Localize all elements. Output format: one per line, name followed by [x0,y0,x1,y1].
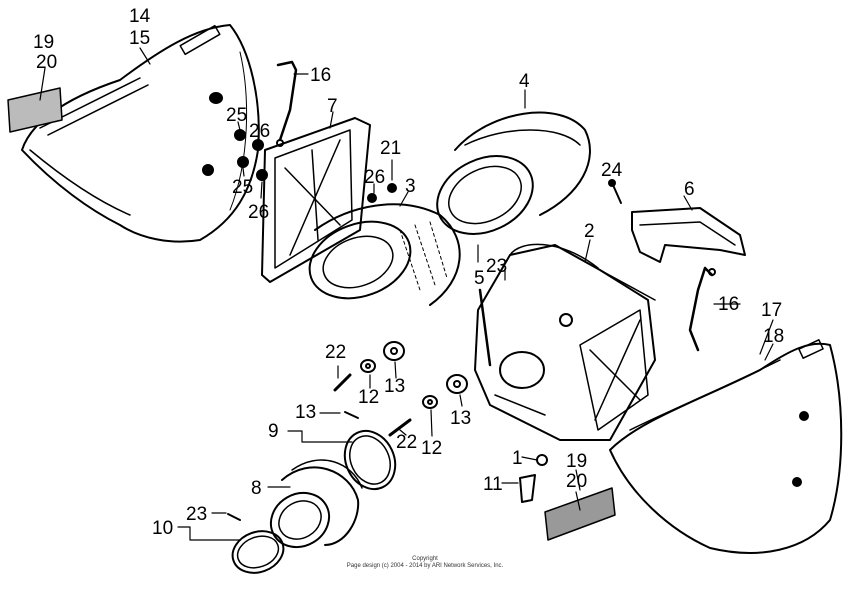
callout-25: 25 [226,105,247,126]
callout-9: 9 [268,421,279,442]
air-cleaner-case [474,243,656,441]
callout-13: 13 [295,402,316,423]
callout-labels: 14 15 19 20 16 7 25 26 25 26 26 21 3 4 2… [33,6,784,539]
callout-12: 12 [421,438,442,459]
callout-13: 13 [384,376,405,397]
callout-20: 20 [36,52,57,73]
callout-16: 16 [718,294,739,315]
callout-22: 22 [396,432,417,453]
left-emblem [7,87,63,133]
callout-14: 14 [129,6,151,27]
air-filter-element [308,203,461,306]
callout-12: 12 [358,387,379,408]
callout-23: 23 [186,504,207,525]
copyright-label: Copyright [412,556,438,562]
nut-13b [446,374,468,394]
nut-13a [383,341,405,361]
callout-26: 26 [248,202,269,223]
callout-24: 24 [601,160,623,181]
connecting-tube [269,459,363,549]
clamp-10 [227,513,285,574]
callout-26: 26 [364,167,385,188]
callout-22: 22 [325,342,346,363]
callout-17: 17 [761,300,782,321]
callout-21: 21 [380,138,401,159]
washer-12b [422,395,438,409]
callout-20: 20 [566,471,587,492]
stay-rod-upper [276,60,298,147]
callout-6: 6 [684,179,695,200]
callout-26: 26 [249,121,270,142]
bracket-6 [631,207,746,263]
stay-rod-lower [688,266,716,352]
copyright-notice: Page design (c) 2004 - 2014 by ARI Netwo… [346,563,504,569]
callout-3: 3 [405,176,416,197]
right-emblem [544,487,616,541]
callout-8: 8 [251,478,262,499]
callout-19: 19 [33,32,54,53]
bolt-22a [333,373,352,392]
clamp-1 [536,454,548,466]
callout-1: 1 [512,448,523,469]
callout-7: 7 [327,96,338,117]
callout-25: 25 [232,177,253,198]
bolt-21 [387,183,397,193]
callout-2: 2 [584,221,595,242]
leader-lines [39,47,774,541]
bolt-22b [388,418,412,437]
callout-10: 10 [152,518,173,539]
callout-18: 18 [763,326,784,347]
callout-11: 11 [483,474,503,495]
bolt-24 [608,179,622,204]
right-side-cover [609,339,843,554]
washer-12a [360,359,376,373]
element-frame [261,117,371,283]
callout-16: 16 [310,65,331,86]
callout-4: 4 [519,71,530,92]
air-cleaner-cover [436,111,591,235]
callout-15: 15 [129,28,150,49]
callout-5: 5 [474,268,485,289]
callout-19: 19 [566,451,587,472]
drain-tube-11 [519,474,536,503]
callout-23: 23 [486,256,507,277]
left-side-cover [21,24,260,243]
clamp-9 [343,411,397,491]
callout-13: 13 [450,408,471,429]
